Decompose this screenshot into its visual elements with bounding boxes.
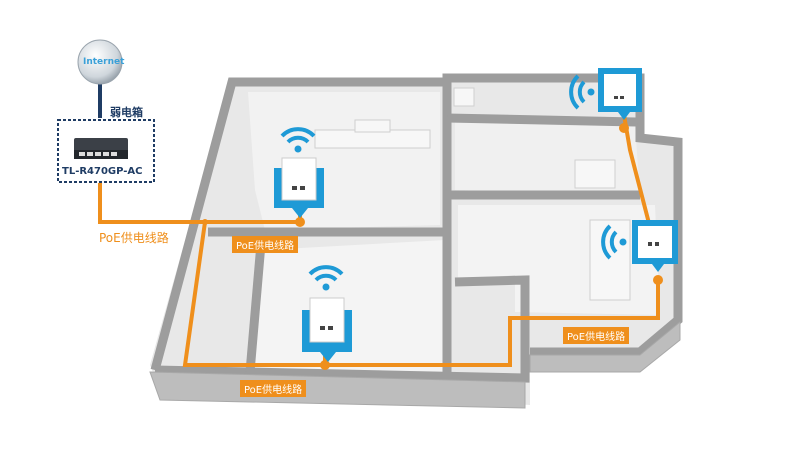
poe-label: PoE供电线路 <box>232 236 299 253</box>
globe-icon <box>77 39 123 85</box>
router-model: TL-R470GP-AC <box>62 166 143 177</box>
wall-ap-icon[interactable] <box>601 220 678 272</box>
wall-ap-icon[interactable] <box>274 127 324 218</box>
cabinet-box <box>57 119 155 183</box>
cabinet-label: 弱电箱 <box>110 106 143 119</box>
poe-label: PoE供电线路 <box>563 327 630 344</box>
router-icon <box>74 138 128 159</box>
wall-ap-icon[interactable] <box>302 265 352 362</box>
wall-ap-icon[interactable] <box>569 68 642 120</box>
poe-label: PoE供电线路 <box>99 231 169 245</box>
internet-label: Internet <box>83 57 125 67</box>
furniture <box>314 87 631 301</box>
poe-label: PoE供电线路 <box>240 380 307 397</box>
poe-nodes <box>202 123 663 370</box>
